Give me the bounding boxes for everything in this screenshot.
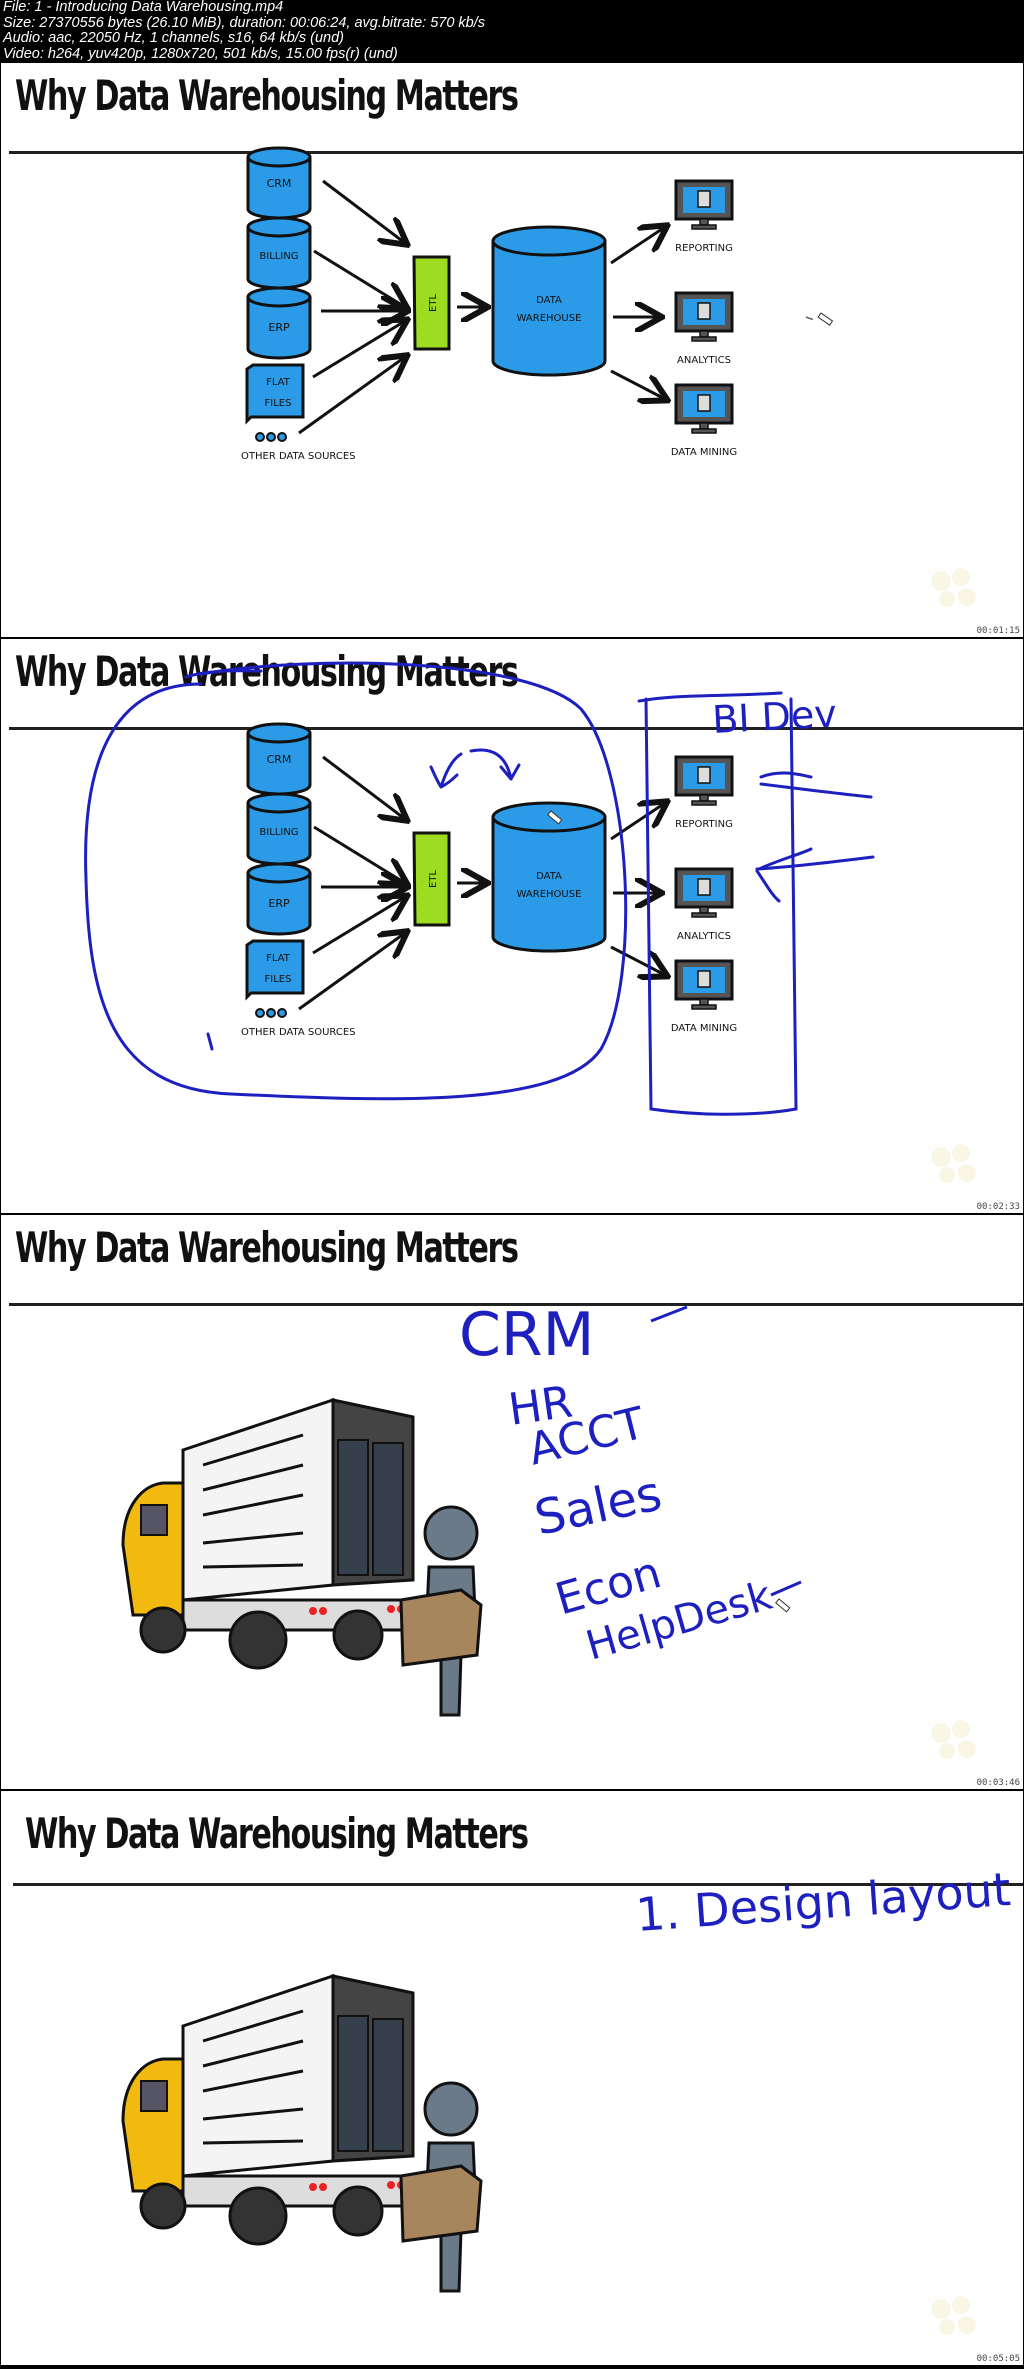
source-label: CRM — [267, 753, 292, 766]
database-icon-crm: CRM — [246, 146, 312, 220]
database-icon-billing: BILLING — [246, 792, 312, 866]
database-icon-erp: ERP — [246, 862, 312, 936]
source-label: FLAT — [266, 953, 291, 964]
warehouse-label: DATA — [536, 871, 562, 882]
flat-files-icon: FLAT FILES — [245, 939, 305, 1001]
ellipsis-dots-icon — [255, 1008, 287, 1018]
monitor-icon-analytics: ANALYTICS — [674, 867, 734, 942]
source-label: FILES — [265, 398, 292, 409]
monitor-icon-reporting: REPORTING — [674, 755, 734, 830]
source-label: ERP — [268, 897, 290, 910]
source-label: BILLING — [259, 827, 298, 838]
output-label: ANALYTICS — [677, 931, 731, 942]
monitor-icon-analytics: ANALYTICS — [674, 291, 734, 366]
list-item: HR — [505, 1377, 575, 1436]
output-label: DATA MINING — [671, 447, 737, 458]
monitor-icon-data-mining: DATA MINING — [671, 383, 737, 458]
etl-label: ETL — [428, 870, 439, 888]
title-divider — [9, 151, 1023, 154]
slide-title: Why Data Warehousing Matters — [15, 71, 519, 120]
size-info: Size: 27370556 bytes (26.10 MiB), durati… — [3, 14, 486, 31]
watermark-logo — [931, 568, 976, 607]
output-label: REPORTING — [675, 243, 733, 254]
pencil-cursor-icon — [805, 312, 834, 326]
truck-illustration-scene: 1. Design layout — [121, 1862, 1012, 2335]
thumbnail-frame-4: Why Data Warehousing Matters 1. Design l… — [0, 1790, 1024, 2366]
timestamp: 00:01:15 — [976, 626, 1020, 636]
video-info: Video: h264, yuv420p, 1280x720, 501 kb/s… — [3, 45, 398, 62]
title-divider — [13, 1883, 1023, 1886]
thumbnail-frame-2: Why Data Warehousing Matters CRM BILLING… — [0, 638, 1024, 1214]
pencil-cursor-icon — [775, 1598, 791, 1613]
title-divider — [9, 727, 1023, 730]
output-label: DATA MINING — [671, 1023, 737, 1034]
arrow-icons — [298, 755, 665, 1011]
data-warehouse-icon: DATA WAREHOUSE — [491, 801, 607, 953]
source-label: ERP — [268, 321, 290, 334]
thumbnail-frame-1: Why Data Warehousing Matters CRM BILLING… — [0, 62, 1024, 638]
audio-info: Audio: aac, 22050 Hz, 1 channels, s16, 6… — [3, 30, 344, 46]
pencil-cursor-icon — [547, 810, 563, 825]
title-divider — [9, 1303, 1023, 1306]
slide-title: Why Data Warehousing Matters — [15, 647, 519, 696]
output-label: ANALYTICS — [677, 355, 731, 366]
timestamp: 00:03:46 — [976, 1778, 1020, 1788]
ellipsis-dots-icon — [255, 432, 287, 442]
other-sources-label: OTHER DATA SOURCES — [241, 1027, 356, 1038]
source-label: FLAT — [266, 377, 291, 388]
database-icon-crm: CRM — [246, 722, 312, 796]
watermark-logo — [931, 2296, 976, 2335]
truck-icon — [121, 1397, 415, 1670]
list-item: Sales — [530, 1465, 667, 1546]
slide-title: Why Data Warehousing Matters — [25, 1809, 529, 1858]
output-label: REPORTING — [675, 819, 733, 830]
watermark-logo — [931, 1720, 976, 1759]
timestamp: 00:05:05 — [976, 2354, 1020, 2364]
warehouse-label: DATA — [536, 295, 562, 306]
list-item: CRM — [459, 1300, 594, 1370]
truck-illustration-scene: CRM HR ACCT Sales Econ HelpDesk — [121, 1300, 976, 1759]
etl-box: ETL — [412, 831, 451, 927]
source-label: BILLING — [259, 251, 298, 262]
monitor-icon-reporting: REPORTING — [674, 179, 734, 254]
etl-label: ETL — [428, 294, 439, 312]
timestamp: 00:02:33 — [976, 1202, 1020, 1212]
person-carrying-box-icon — [399, 1505, 483, 1717]
handwritten-list: CRM HR ACCT Sales Econ HelpDesk — [459, 1300, 802, 1670]
database-icon-billing: BILLING — [246, 216, 312, 290]
thumbnail-frame-3: Why Data Warehousing Matters CRM HR ACCT — [0, 1214, 1024, 1790]
source-label: CRM — [267, 177, 292, 190]
other-sources-label: OTHER DATA SOURCES — [241, 451, 356, 462]
etl-diagram: CRM BILLING ERP FLAT FILES OTHER DATA SO… — [241, 146, 976, 607]
source-label: FILES — [265, 974, 292, 985]
file-info: File: 1 - Introducing Data Warehousing.m… — [3, 0, 284, 15]
video-info-header: File: 1 - Introducing Data Warehousing.m… — [0, 0, 1024, 62]
data-warehouse-icon: DATA WAREHOUSE — [491, 225, 607, 377]
warehouse-label: WAREHOUSE — [517, 313, 582, 324]
truck-icon — [121, 1973, 415, 2246]
ink-annotations — [84, 661, 875, 1116]
etl-box: ETL — [412, 255, 451, 351]
arrow-icons — [298, 179, 665, 435]
etl-diagram-annotated: CRM BILLING ERP FLAT FILES OTHER DATA SO… — [84, 661, 976, 1183]
slide-title: Why Data Warehousing Matters — [15, 1223, 519, 1272]
monitor-icon-data-mining: DATA MINING — [671, 959, 737, 1034]
flat-files-icon: FLAT FILES — [245, 363, 305, 425]
person-carrying-box-icon — [399, 2081, 483, 2293]
design-layout-note: 1. Design layout — [634, 1862, 1012, 1942]
watermark-logo — [931, 1144, 976, 1183]
bi-dev-annotation: BI Dev — [711, 692, 838, 742]
database-icon-erp: ERP — [246, 286, 312, 360]
warehouse-label: WAREHOUSE — [517, 889, 582, 900]
